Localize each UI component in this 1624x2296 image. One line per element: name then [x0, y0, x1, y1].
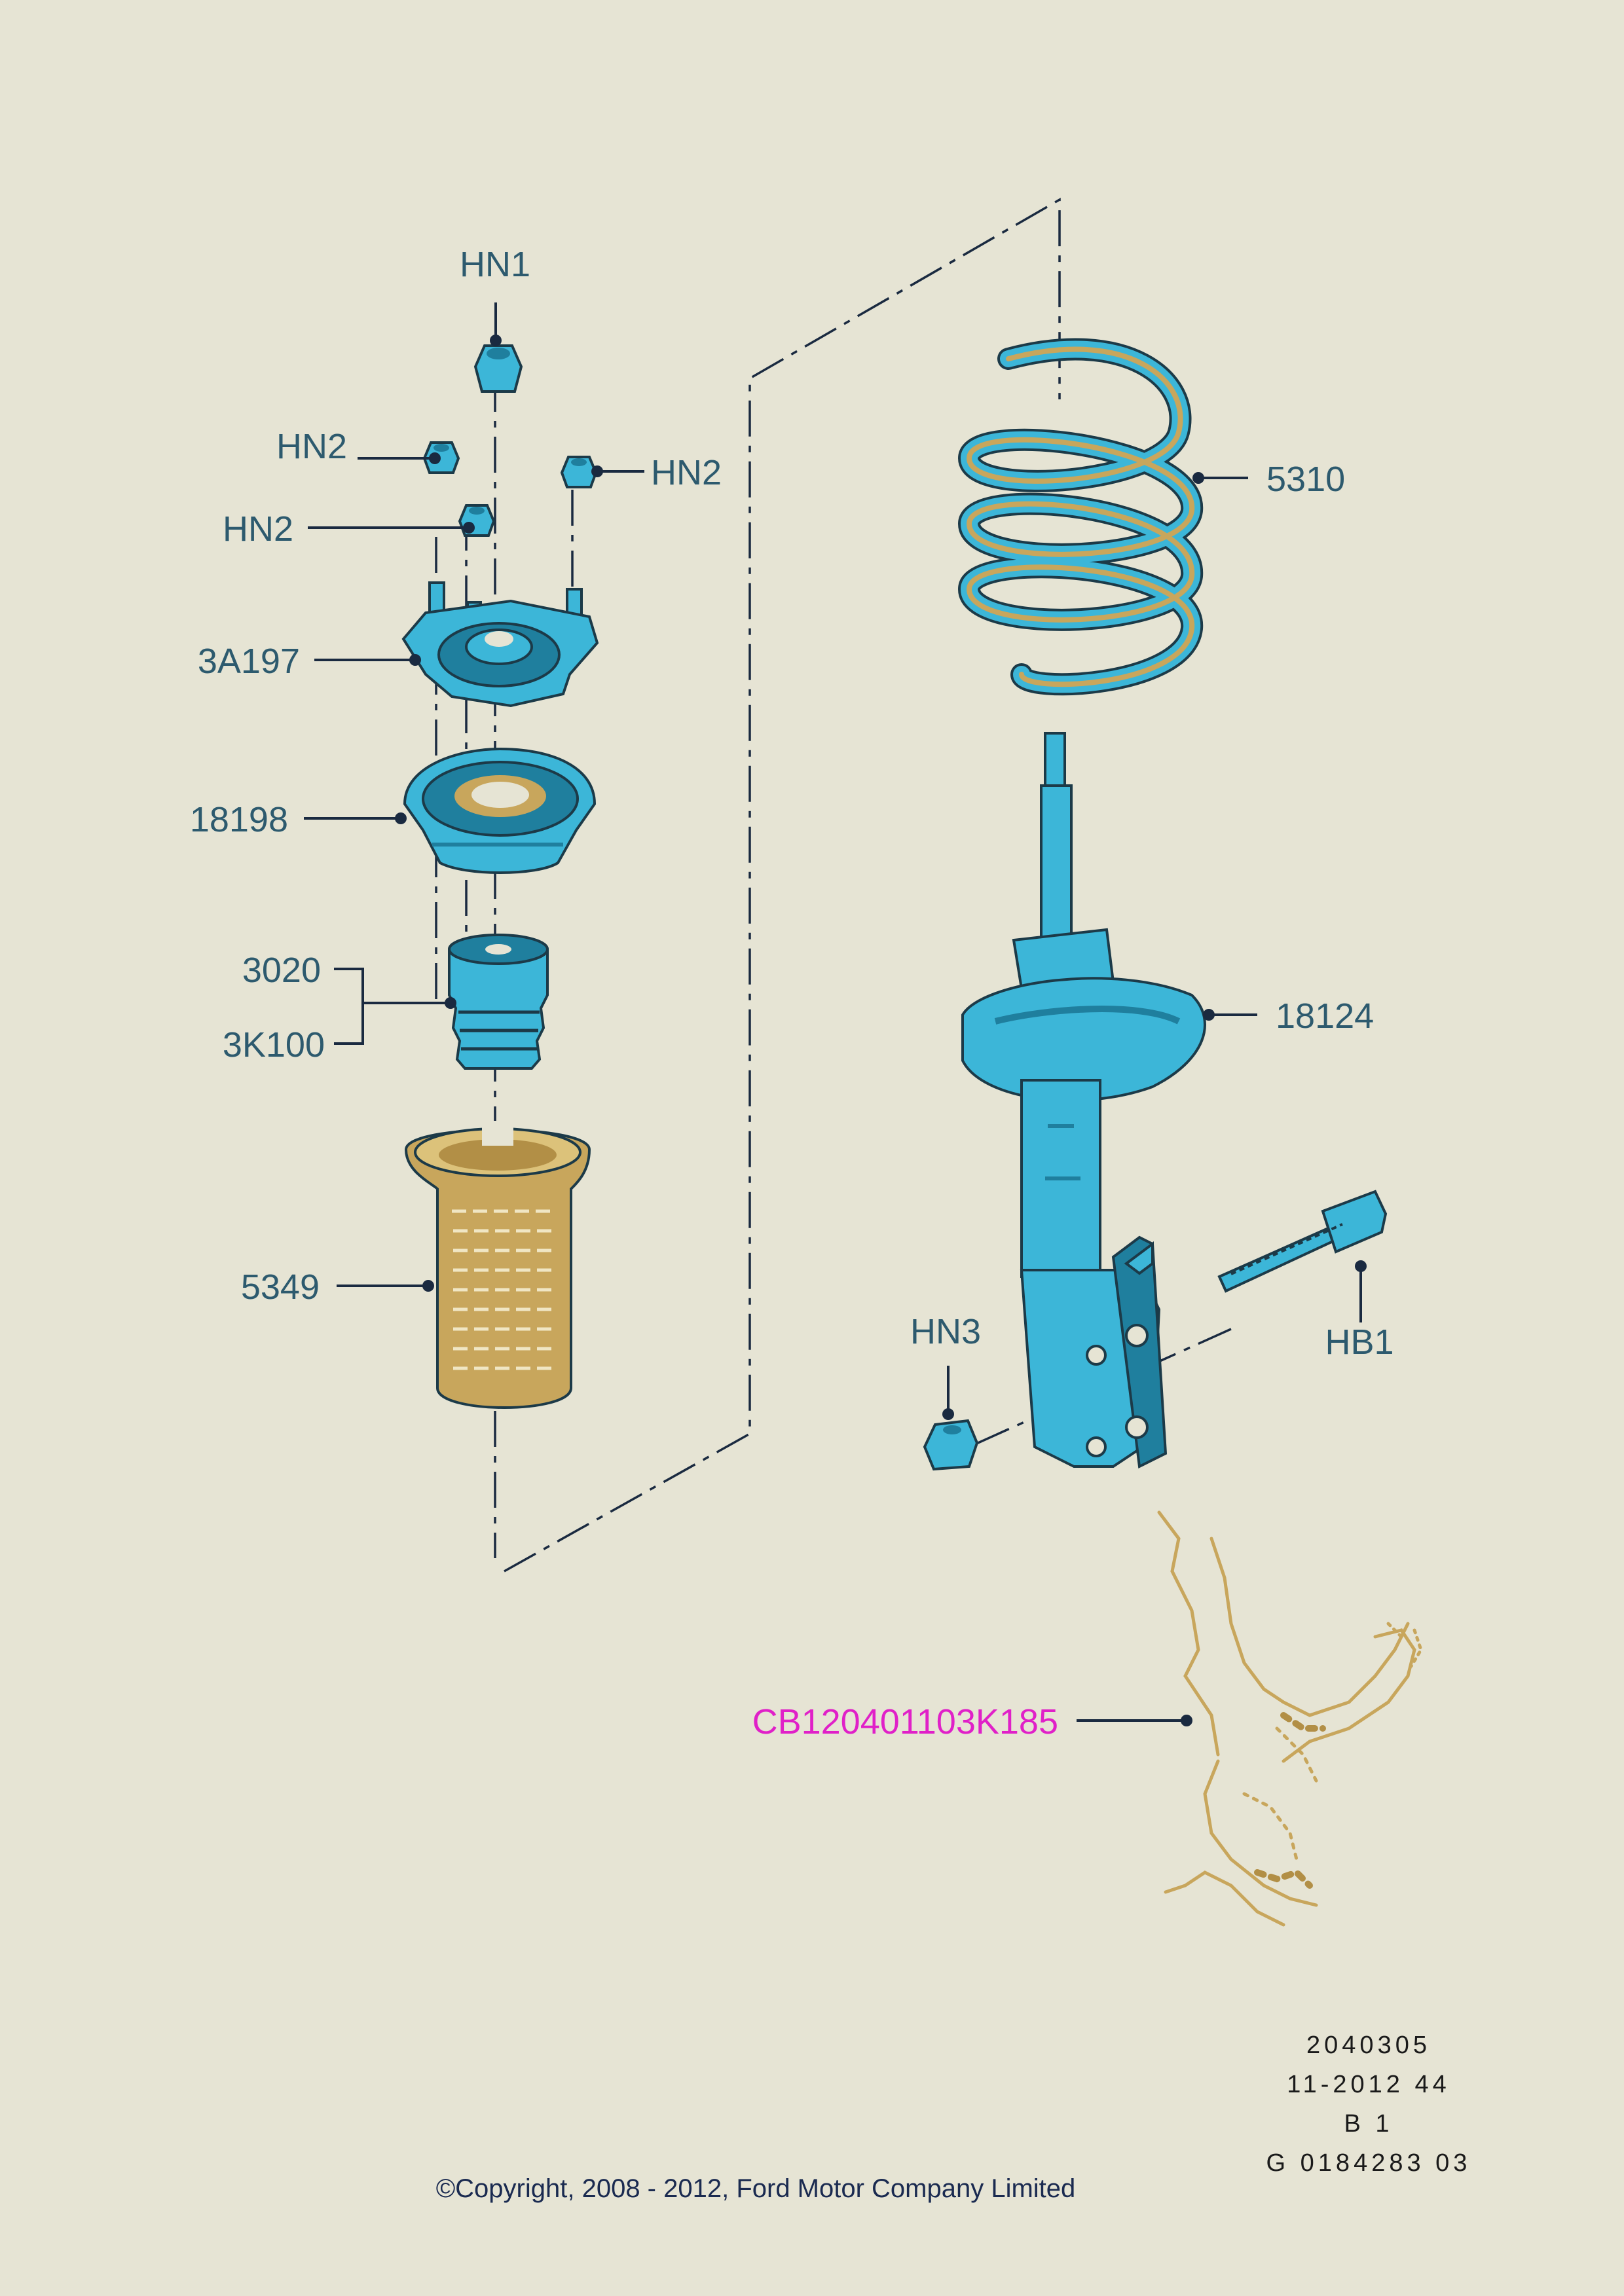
label-hn2-left-bottom[interactable]: HN2: [223, 509, 293, 549]
label-3k100[interactable]: 3K100: [223, 1025, 325, 1065]
bearing-18198[interactable]: [403, 747, 597, 874]
label-hb1[interactable]: HB1: [1325, 1322, 1393, 1362]
label-18198[interactable]: 18198: [190, 800, 288, 839]
bump-stop-3020-3k100[interactable]: [448, 934, 549, 1070]
nut-hn3[interactable]: [923, 1419, 979, 1471]
nut-hn2-left-top[interactable]: [422, 441, 460, 474]
info-line-1: 2040305: [1306, 2032, 1431, 2059]
top-mount-3a197[interactable]: [401, 581, 599, 708]
label-3a197[interactable]: 3A197: [198, 642, 300, 681]
bolt-hb1[interactable]: [1217, 1190, 1388, 1293]
reference-knuckle-sketch: [1157, 1510, 1423, 1927]
strut-18124[interactable]: [961, 732, 1206, 1469]
info-line-3: B 1: [1344, 2110, 1393, 2138]
coil-spring-5310[interactable]: [957, 338, 1204, 696]
label-hn3[interactable]: HN3: [910, 1312, 981, 1351]
label-3020[interactable]: 3020: [242, 951, 321, 990]
dust-boot-5349[interactable]: [404, 1121, 591, 1409]
nut-hn1[interactable]: [473, 344, 523, 393]
label-hn2-right[interactable]: HN2: [651, 453, 722, 492]
info-line-2: 11-2012 44: [1287, 2071, 1450, 2098]
copyright-notice: ©Copyright, 2008 - 2012, Ford Motor Comp…: [436, 2174, 1076, 2203]
label-hn2-left-top[interactable]: HN2: [276, 427, 347, 466]
callout-labels: HN1 HN2 HN2 HN2 3A197 18198 3020 3K100 5…: [190, 245, 1394, 1741]
label-reference-highlight[interactable]: CB120401103K185: [752, 1702, 1058, 1741]
nut-hn2-right[interactable]: [560, 456, 598, 488]
info-block: 2040305 11-2012 44 B 1 G 0184283 03: [1266, 2032, 1471, 2177]
leader-lines: [304, 302, 1367, 1726]
label-18124[interactable]: 18124: [1276, 996, 1374, 1036]
label-5310[interactable]: 5310: [1266, 460, 1345, 499]
label-5349[interactable]: 5349: [241, 1267, 320, 1307]
info-line-4: G 0184283 03: [1266, 2149, 1471, 2177]
label-hn1[interactable]: HN1: [460, 245, 530, 284]
